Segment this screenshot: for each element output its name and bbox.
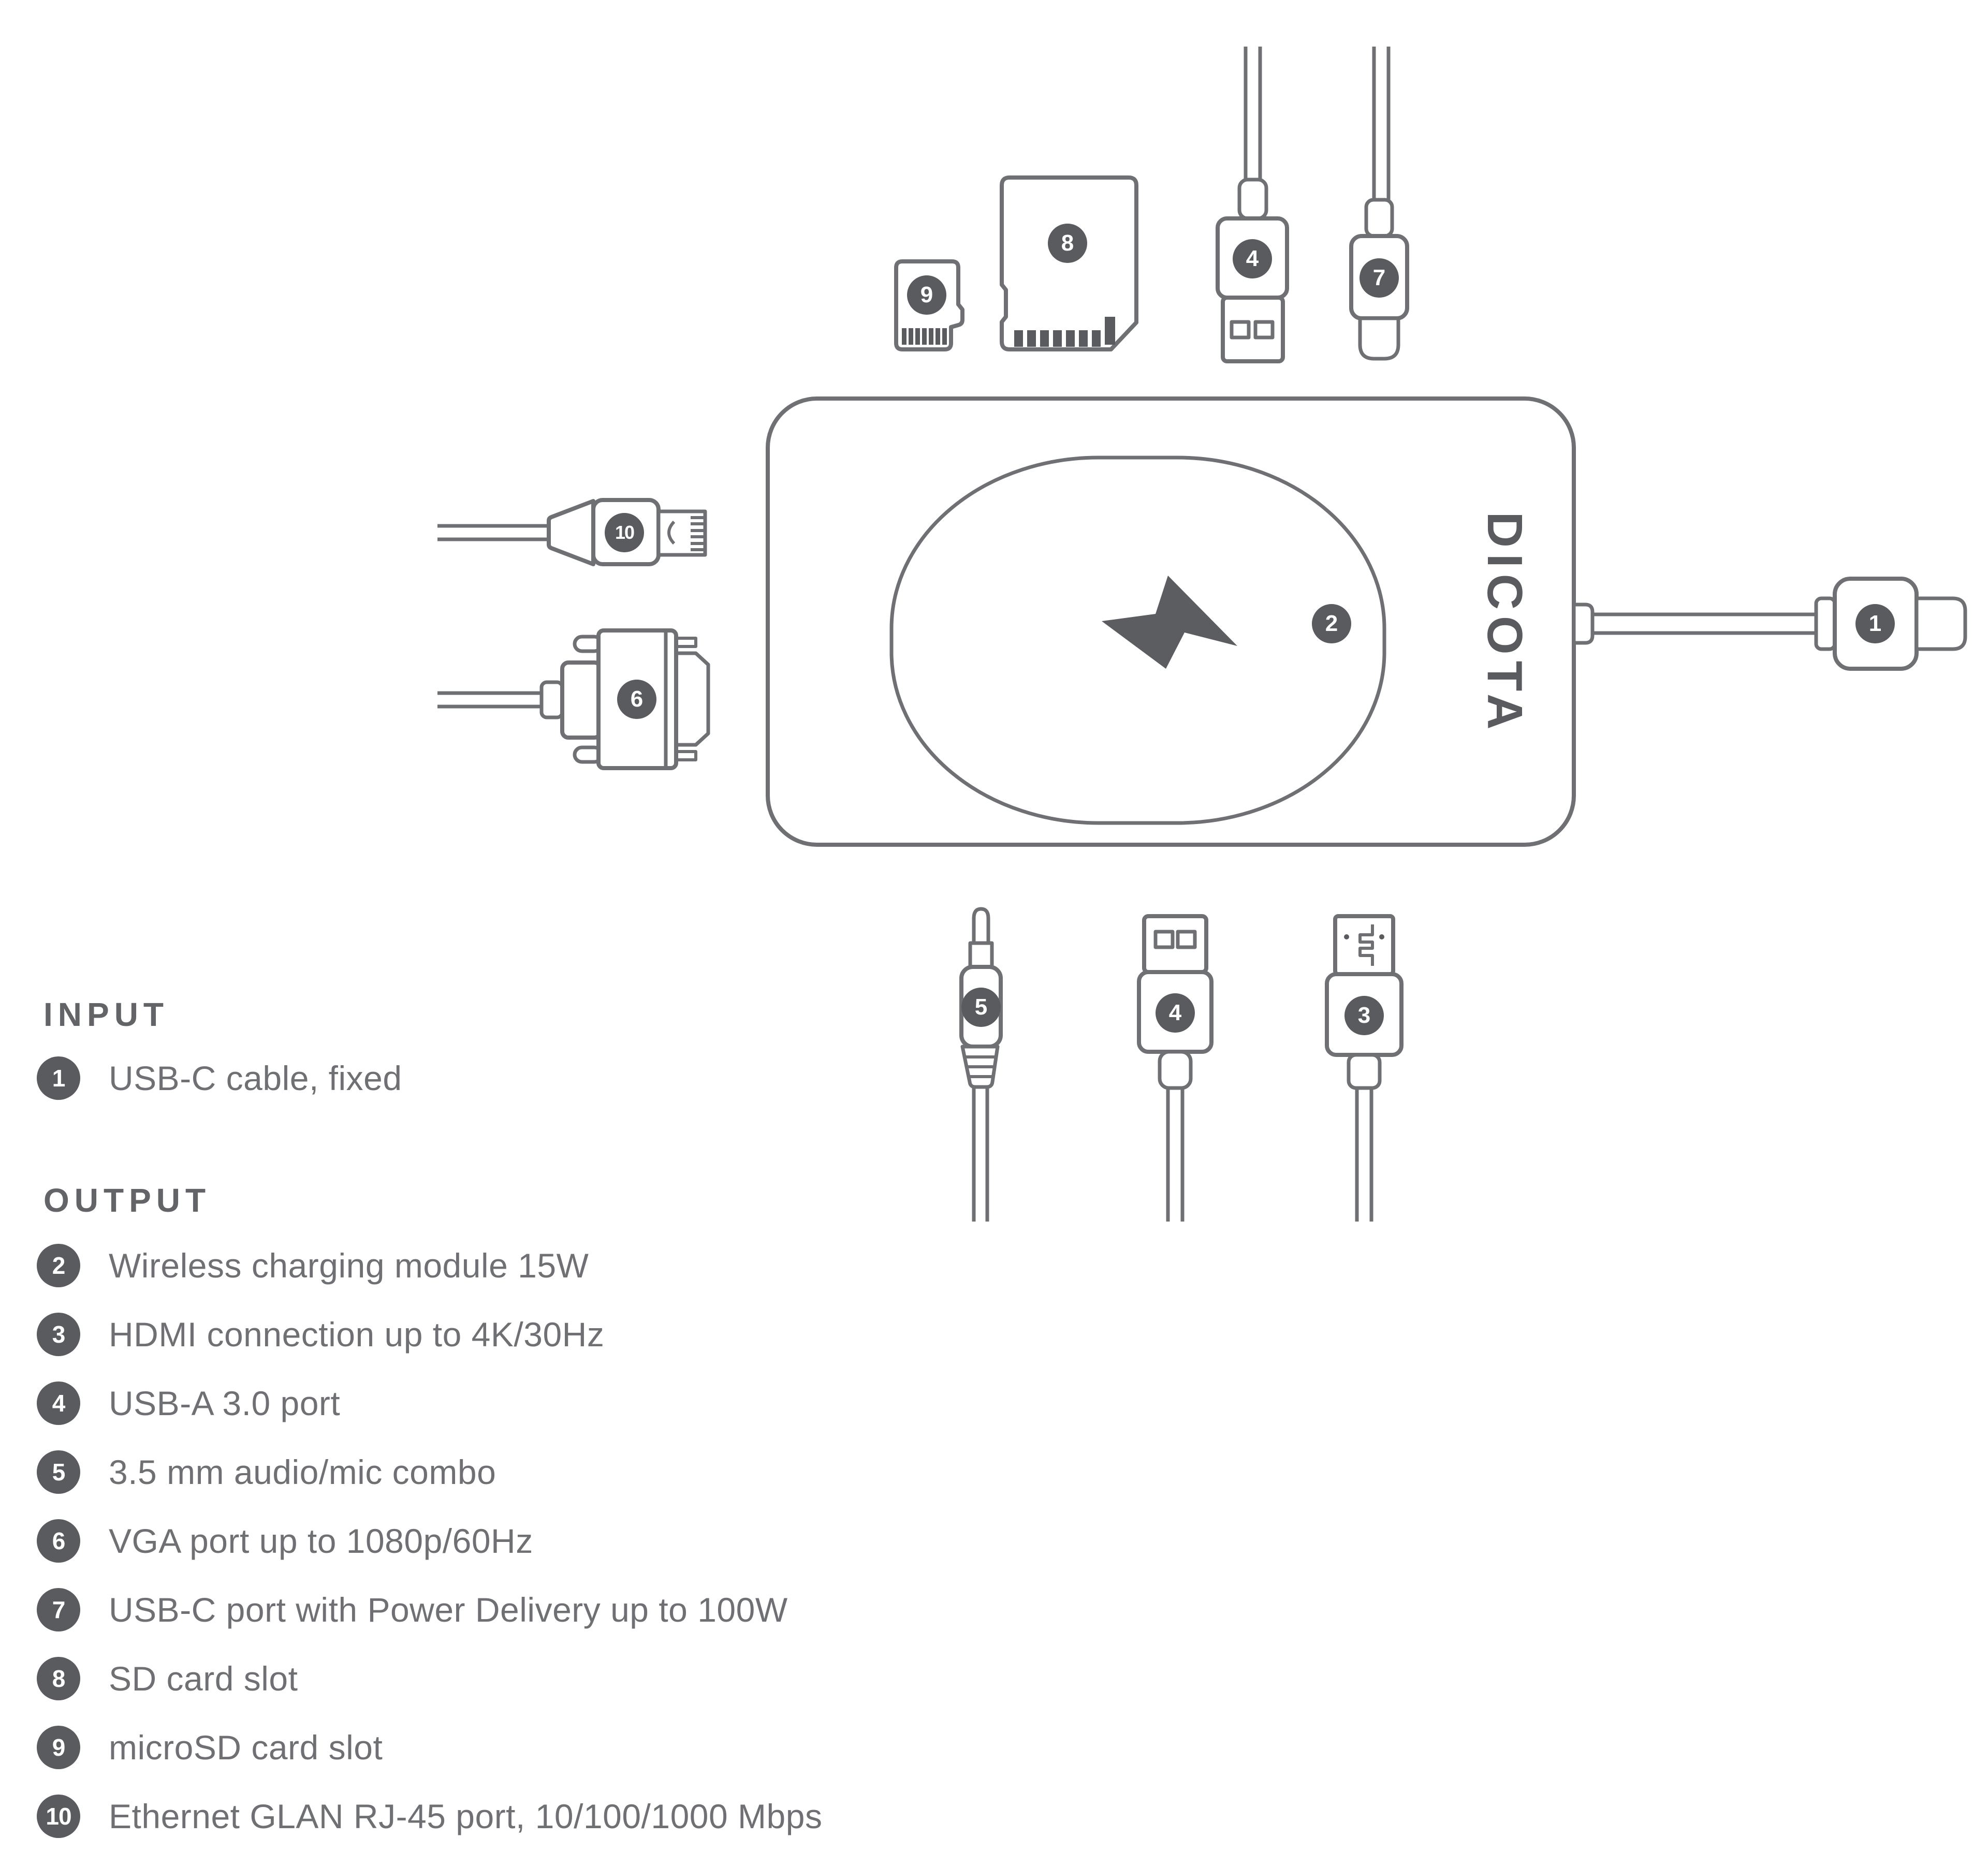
legend-item-5-badge: 5 [37,1450,80,1494]
legend-item-2-badge: 2 [37,1244,80,1287]
legend-item-7-badge: 7 [37,1588,80,1631]
legend-item-9: 9 microSD card slot [37,1726,383,1769]
legend-item-5: 5 3.5 mm audio/mic combo [37,1450,496,1494]
usb-a-connector-bottom-icon [1137,914,1214,1222]
hdmi-connector-icon [1325,914,1404,1222]
legend-item-5-label: 3.5 mm audio/mic combo [109,1453,496,1491]
lightning-bolt-icon [1102,576,1237,669]
legend-item-3-label: HDMI connection up to 4K/30Hz [109,1315,605,1354]
legend-item-4-label: USB-A 3.0 port [109,1384,341,1422]
legend-item-7-label: USB-C port with Power Delivery up to 100… [109,1591,788,1629]
callout-badge-5: 5 [961,988,1001,1027]
legend-item-8-badge: 8 [37,1657,80,1700]
callout-badge-1: 1 [1855,604,1895,643]
sd-card-icon [1000,175,1138,351]
usb-c-connector-top-icon [1349,47,1409,361]
callout-badge-4-bottom: 4 [1156,993,1195,1033]
legend-item-4: 4 USB-A 3.0 port [37,1381,340,1425]
callout-badge-9: 9 [907,275,946,315]
input-section-title: INPUT [43,996,169,1033]
brand-logo: DICOTA [1477,511,1532,736]
callout-badge-10: 10 [605,513,644,552]
legend-item-9-badge: 9 [37,1726,80,1769]
vga-connector-icon [437,628,710,770]
legend-item-6: 6 VGA port up to 1080p/60Hz [37,1519,533,1563]
legend-item-6-badge: 6 [37,1519,80,1563]
legend-item-3-badge: 3 [37,1313,80,1356]
callout-badge-4-top: 4 [1233,239,1272,278]
legend-item-10-badge: 10 [37,1795,80,1838]
legend-item-2: 2 Wireless charging module 15W [37,1244,589,1287]
callout-badge-8: 8 [1048,224,1087,263]
legend-item-1: 1 USB-C cable, fixed [37,1056,402,1100]
legend-item-1-badge: 1 [37,1056,80,1100]
legend-item-4-badge: 4 [37,1381,80,1425]
legend-item-9-label: microSD card slot [109,1728,383,1767]
audio-jack-connector-icon [959,907,1003,1222]
ethernet-rj45-connector-icon [437,498,707,566]
output-section-title: OUTPUT [43,1182,211,1219]
legend-item-8: 8 SD card slot [37,1657,298,1700]
callout-badge-3: 3 [1344,996,1384,1035]
legend-item-1-label: USB-C cable, fixed [109,1059,402,1097]
legend-item-6-label: VGA port up to 1080p/60Hz [109,1522,533,1560]
usb-a-connector-top-icon [1216,47,1289,363]
callout-badge-6: 6 [617,680,656,719]
legend-item-2-label: Wireless charging module 15W [109,1246,589,1285]
callout-badge-2: 2 [1312,604,1351,643]
legend-item-10: 10 Ethernet GLAN RJ-45 port, 10/100/1000… [37,1795,822,1838]
hub-device-icon [766,396,1576,847]
callout-badge-7: 7 [1360,258,1399,298]
legend-item-7: 7 USB-C port with Power Delivery up to 1… [37,1588,788,1631]
legend-item-10-label: Ethernet GLAN RJ-45 port, 10/100/1000 Mb… [109,1797,823,1835]
usb-c-cable-icon [1572,577,1967,671]
legend-item-8-label: SD card slot [109,1659,298,1698]
legend-item-3: 3 HDMI connection up to 4K/30Hz [37,1313,604,1356]
